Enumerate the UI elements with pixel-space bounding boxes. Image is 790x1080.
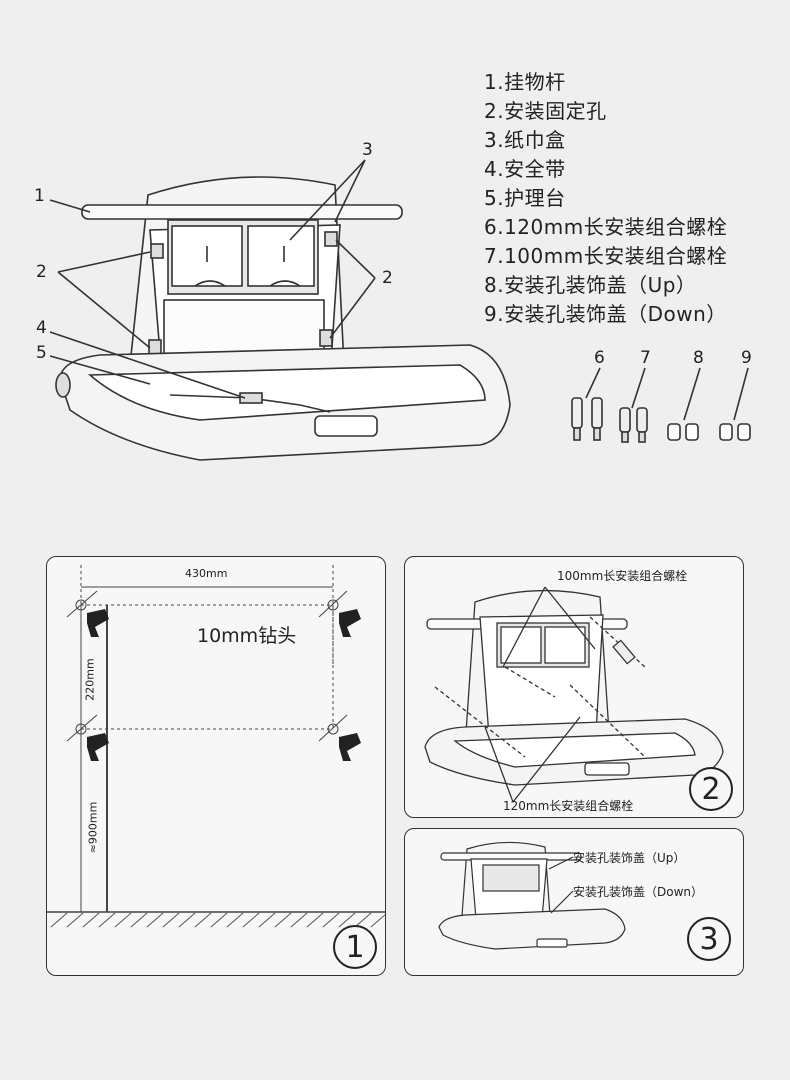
legend-item: 4.安全带 [484, 157, 566, 181]
callout-6: 6 [594, 348, 605, 368]
legend-item: 1.挂物杆 [484, 70, 566, 94]
exploded-diagram [49, 159, 751, 461]
floor-dimension: ≈900mm [86, 801, 100, 854]
callout-2-right: 2 [382, 268, 393, 288]
width-dimension: 430mm [185, 567, 228, 580]
step-2-badge: 2 [689, 767, 733, 811]
legend-item: 9.安装孔装饰盖（Down） [484, 302, 727, 326]
height-dimension: 220mm [83, 658, 97, 701]
legend-item: 5.护理台 [484, 186, 566, 210]
step3-drawing [438, 841, 626, 950]
step3-panel: 安装孔装饰盖（Up） 安装孔装饰盖（Down） 3 [404, 828, 744, 976]
callout-8: 8 [693, 348, 704, 368]
step2-drawing [424, 586, 724, 803]
callout-2-left: 2 [36, 262, 47, 282]
bolt-120mm-label: 120mm长安装组合螺栓 [503, 799, 634, 813]
callout-7: 7 [640, 348, 651, 368]
legend-item: 7.100mm长安装组合螺栓 [484, 244, 728, 268]
parts-legend: 1.挂物杆 2.安装固定孔 3.纸巾盒 4.安全带 5.护理台 6.120mm长… [484, 68, 727, 329]
step2-panel: 100mm长安装组合螺栓 120mm长安装组合螺栓 2 [404, 556, 744, 818]
callout-3: 3 [362, 140, 373, 160]
step1-panel: 430mm 10mm钻头 220mm ≈900mm 1 [46, 556, 386, 976]
callout-1: 1 [34, 186, 45, 206]
legend-item: 2.安装固定孔 [484, 99, 607, 123]
callout-9: 9 [741, 348, 752, 368]
drill-bit-label: 10mm钻头 [197, 625, 297, 647]
callout-4: 4 [36, 318, 47, 338]
legend-item: 6.120mm长安装组合螺栓 [484, 215, 728, 239]
cover-down-label: 安装孔装饰盖（Down） [573, 885, 704, 899]
callout-5: 5 [36, 343, 47, 363]
bolt-100mm-label: 100mm长安装组合螺栓 [557, 569, 688, 583]
step-3-badge: 3 [687, 917, 731, 961]
legend-item: 8.安装孔装饰盖（Up） [484, 273, 697, 297]
step-1-badge: 1 [333, 925, 377, 969]
cover-up-label: 安装孔装饰盖（Up） [573, 851, 686, 865]
step1-drawing [47, 565, 385, 928]
legend-item: 3.纸巾盒 [484, 128, 566, 152]
